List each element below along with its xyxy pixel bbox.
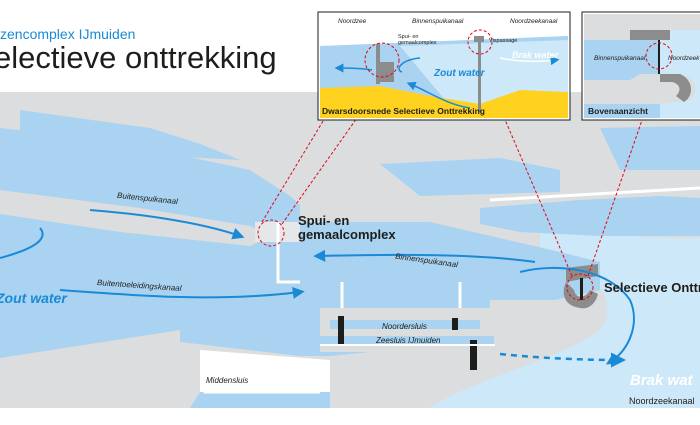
inset-top-view xyxy=(581,11,700,121)
inset-top-caption: Bovenaanzicht xyxy=(588,106,648,116)
selectieve-structure-curve xyxy=(563,282,598,309)
page-subtitle: zencomplex IJmuiden xyxy=(0,26,136,42)
road-4 xyxy=(489,186,700,202)
inset-label-vispassage: Vispassage xyxy=(489,38,518,44)
lock-gate-east xyxy=(470,340,477,370)
arrow-selectieve xyxy=(519,266,635,365)
middensluis-land xyxy=(200,350,330,392)
label-spui-complex: Spui- en gemaalcomplex xyxy=(298,214,396,242)
page-title: electieve onttrekking xyxy=(0,40,277,75)
road-1 xyxy=(276,222,300,284)
lock-gate-west xyxy=(338,316,344,346)
road-6 xyxy=(203,365,320,394)
arrow-left-curl xyxy=(0,227,44,259)
label-zout-water: Zout water xyxy=(0,290,67,306)
inset-top-label-binnenspuikanaal: Binnenspuikanaal xyxy=(594,55,646,62)
north-basin-water xyxy=(480,196,700,236)
arrow-buitenspui xyxy=(89,209,245,240)
label-spui-line1: Spui- en xyxy=(298,213,350,228)
jetty-strip xyxy=(0,190,270,246)
inset-label-noordzeekanaal: Noordzeekanaal xyxy=(510,18,558,25)
arrow-toeleiding xyxy=(59,286,305,299)
north-dock-water xyxy=(380,158,560,196)
inset-cross-caption: Dwarsdoorsnede Selectieve Onttrekking xyxy=(322,106,485,116)
label-middensluis: Middensluis xyxy=(206,376,249,385)
label-zeesluis: Zeesluis IJmuiden xyxy=(376,336,441,345)
northeast-dock-water xyxy=(600,126,700,170)
noordersluis-chamber xyxy=(330,320,480,329)
callout-circle-selectieve xyxy=(566,273,594,301)
binnenspuikanaal-water xyxy=(300,222,600,300)
callout-line-4 xyxy=(587,73,659,277)
inset-label-spui-line2: gemaalcomplex xyxy=(398,40,437,46)
outer-harbour xyxy=(0,128,300,358)
middensluis-water xyxy=(190,392,330,408)
inset-label-spui-line1: Spui- en xyxy=(398,34,419,40)
inset-label-zout: Zout water xyxy=(434,68,485,79)
bottom-margin xyxy=(0,408,700,425)
north-harbour-water xyxy=(20,110,240,160)
inset-label-binnenspuikanaal: Binnenspuikanaal xyxy=(412,18,464,25)
lock-gate-noord xyxy=(452,318,458,330)
label-noordzeekanaal: Noordzeekanaal xyxy=(629,396,695,406)
inset-top-label-noordzeekanaal: Noordzeek xyxy=(668,55,700,62)
inset-cross-section xyxy=(317,11,571,121)
callout-line-3 xyxy=(475,51,573,277)
label-brak-water: Brak wat xyxy=(630,372,693,389)
callout-circle-spui xyxy=(257,219,285,247)
inset-label-brak: Brak water xyxy=(512,50,559,60)
label-selectieve: Selectieve Onttrek xyxy=(604,280,700,295)
label-noordersluis: Noordersluis xyxy=(382,322,427,331)
selectieve-gate xyxy=(580,278,583,300)
arrow-binnenspui xyxy=(313,249,536,263)
label-spui-line2: gemaalcomplex xyxy=(298,227,396,242)
brak-water-area xyxy=(430,232,700,408)
zeesluis-chamber xyxy=(318,336,494,346)
inset-label-spui: Spui- en gemaalcomplex xyxy=(398,34,437,46)
arrow-brak-flow xyxy=(499,352,626,368)
inset-label-noordzee: Noordzee xyxy=(338,18,367,25)
